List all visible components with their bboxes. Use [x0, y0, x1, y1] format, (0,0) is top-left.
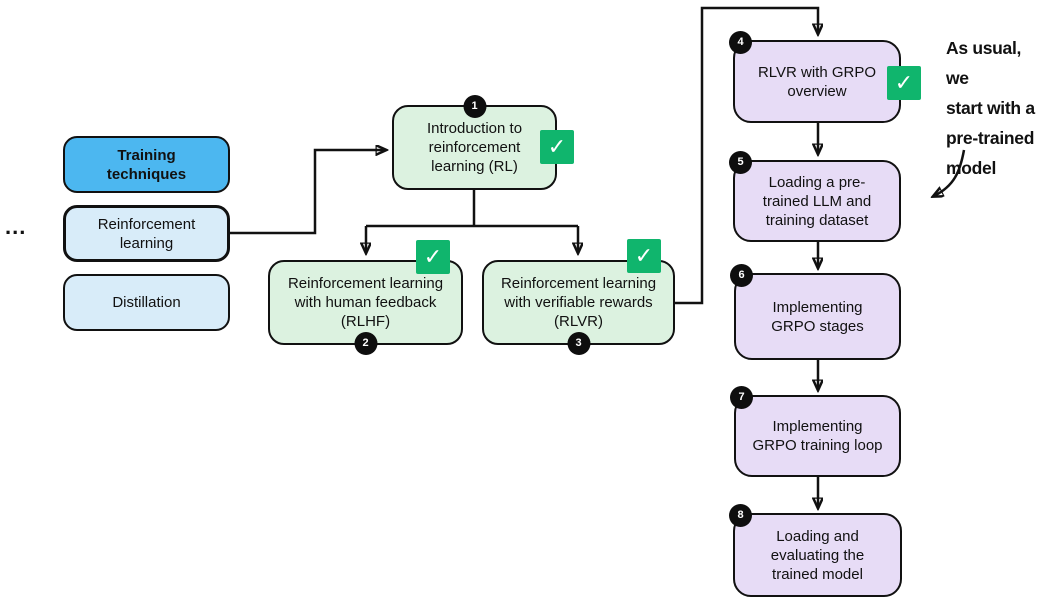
- check-icon: ✓: [416, 240, 450, 274]
- node-label: Loading a pre-trained LLM and training d…: [762, 173, 872, 229]
- node-rlvr: 3 ✓ Reinforcement learning with verifiab…: [482, 239, 675, 355]
- step-number-badge: 6: [730, 264, 753, 287]
- arrow-rlvr-to-grpo-overview: [675, 6, 818, 305]
- node-label: Training techniques: [106, 146, 187, 183]
- node-distillation: Distillation: [63, 274, 230, 331]
- step-number-badge: 5: [729, 151, 752, 174]
- annotation-curved-arrow: [934, 149, 966, 196]
- node-reinforcement-learning: Reinforcement learning: [63, 205, 230, 262]
- node-label: Introduction to reinforcement learning (…: [426, 120, 523, 175]
- node-evaluate-model: 8 Loading and evaluating the trained mod…: [729, 504, 902, 597]
- check-icon: ✓: [627, 239, 661, 273]
- check-icon: ✓: [887, 66, 921, 100]
- node-label: Implementing GRPO stages: [771, 298, 864, 335]
- node-intro-rl: 1 ✓ Introduction to reinforcement learni…: [392, 95, 574, 190]
- step-number-badge: 1: [463, 95, 486, 118]
- node-grpo-training-loop: 7 Implementing GRPO training loop: [730, 386, 901, 477]
- node-label: Reinforcement learning with human feedba…: [287, 275, 444, 330]
- step-number-badge: 4: [729, 31, 752, 54]
- node-loading-llm: 5 Loading a pre-trained LLM and training…: [729, 151, 901, 242]
- node-grpo-overview: 4 ✓ RLVR with GRPO overview: [729, 31, 921, 123]
- step-number-badge: 7: [730, 386, 753, 409]
- node-label: Reinforcement learning: [97, 215, 196, 252]
- annotation-line: pre-trained: [946, 128, 1035, 148]
- node-training-techniques: Training techniques: [63, 136, 230, 193]
- node-label: Reinforcement learning with verifiable r…: [500, 275, 657, 330]
- node-label: RLVR with GRPO overview: [757, 63, 877, 100]
- node-grpo-stages: 6 Implementing GRPO stages: [730, 264, 901, 360]
- node-rlhf: 2 ✓ Reinforcement learning with human fe…: [268, 240, 463, 355]
- ellipsis-more-items: ...: [5, 214, 27, 239]
- annotation-line: start with a: [946, 98, 1035, 118]
- annotation-line: model: [946, 158, 997, 178]
- check-icon: ✓: [540, 130, 574, 164]
- step-number-badge: 3: [567, 332, 590, 355]
- arrow-reinforcement-to-intro: [230, 150, 385, 235]
- node-label: Loading and evaluating the trained model: [770, 527, 865, 583]
- step-number-badge: 2: [354, 332, 377, 355]
- node-label: Implementing GRPO training loop: [752, 418, 883, 454]
- node-label: Distillation: [112, 294, 181, 311]
- step-number-badge: 8: [729, 504, 752, 527]
- annotation-line: As usual, we: [946, 38, 1022, 88]
- handwritten-annotation: As usual, we start with a pre-trained mo…: [946, 33, 1042, 183]
